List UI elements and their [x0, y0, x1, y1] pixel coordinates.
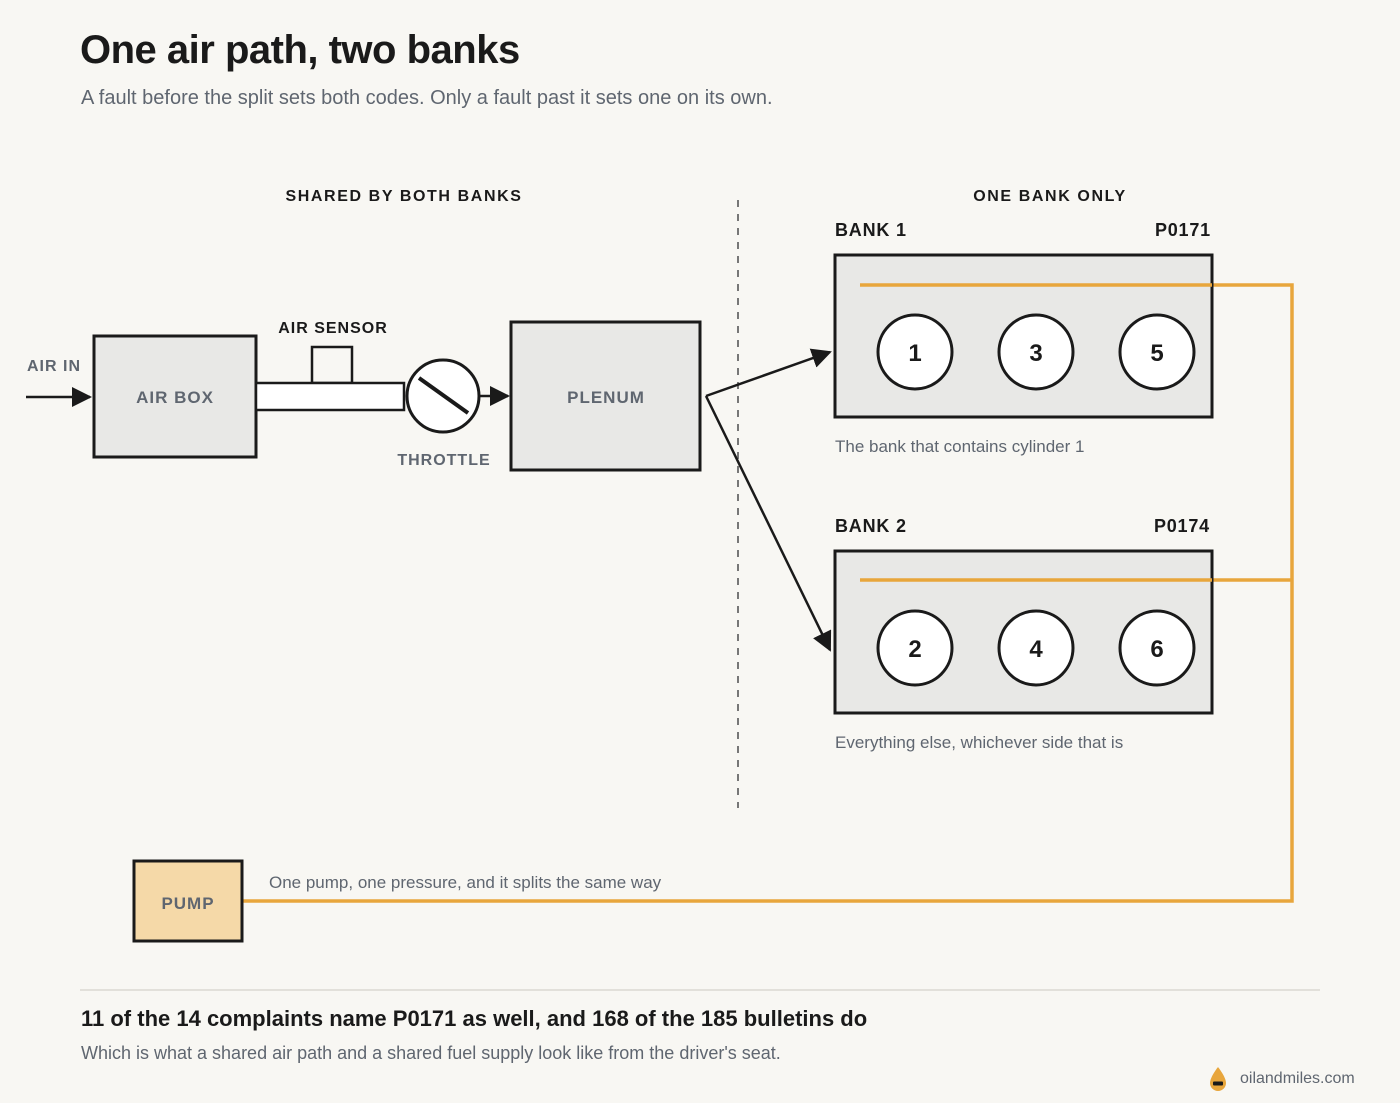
split-arrow-bank-2: [704, 395, 832, 652]
bank-1-name: BANK 1: [835, 220, 907, 240]
cylinder-2-label: 2: [908, 636, 921, 663]
air-in-label: AIR IN: [27, 358, 81, 375]
throttle-label: THROTTLE: [397, 452, 490, 469]
cylinder-4: [997, 609, 1075, 687]
plenum-box: [509, 320, 702, 472]
air-box-label: AIR BOX: [136, 388, 214, 407]
cylinder-4-label: 4: [1029, 636, 1043, 663]
pump-box: [132, 859, 244, 943]
plenum-label: PLENUM: [567, 388, 645, 407]
bank-2-name: BANK 2: [835, 516, 907, 536]
pump-note: One pump, one pressure, and it splits th…: [269, 873, 662, 892]
split-arrow-bank-1: [705, 348, 832, 398]
brand[interactable]: oilandmiles.com: [1208, 1064, 1355, 1094]
bank-2-note: Everything else, whichever side that is: [835, 733, 1123, 752]
page-subtitle: A fault before the split sets both codes…: [81, 87, 773, 109]
footer-divider: [80, 989, 1320, 991]
cylinder-6-label: 6: [1150, 636, 1163, 663]
cylinder-5-label: 5: [1150, 340, 1163, 367]
section-shared-label: SHARED BY BOTH BANKS: [285, 188, 522, 205]
bank-1-code: P0171: [1155, 220, 1211, 240]
cylinder-1: [876, 313, 954, 391]
air-sensor-body: [310, 345, 354, 385]
air-sensor-label: AIR SENSOR: [278, 320, 388, 337]
section-one-bank-label: ONE BANK ONLY: [973, 188, 1127, 205]
page-title: One air path, two banks: [80, 28, 520, 72]
cylinder-2: [876, 609, 954, 687]
oil-drop-icon: [1210, 1067, 1226, 1091]
footer-title: 11 of the 14 complaints name P0171 as we…: [81, 1006, 868, 1031]
pump-label: PUMP: [161, 894, 214, 913]
cylinder-5: [1118, 313, 1196, 391]
throttle-plate: [417, 376, 470, 415]
cylinder-6: [1118, 609, 1196, 687]
footer-subtitle: Which is what a shared air path and a sh…: [81, 1043, 781, 1063]
bank-1-note: The bank that contains cylinder 1: [835, 437, 1084, 456]
bank-2-code: P0174: [1154, 516, 1210, 536]
cylinder-3-label: 3: [1029, 340, 1042, 367]
brand-name[interactable]: oilandmiles.com: [1240, 1070, 1355, 1087]
cylinder-1-label: 1: [908, 340, 921, 367]
intake-duct: [254, 381, 406, 412]
air-box: [92, 334, 258, 459]
cylinder-3: [997, 313, 1075, 391]
